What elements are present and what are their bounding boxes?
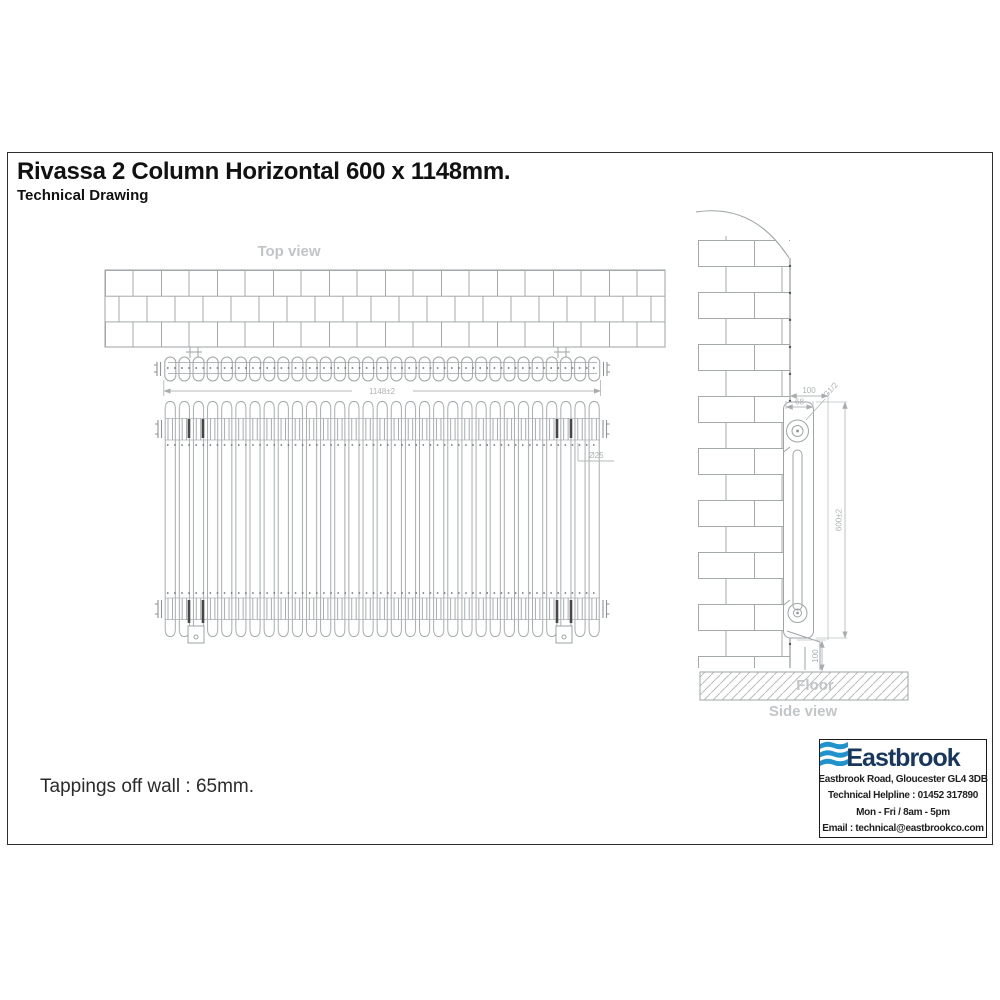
top-view-label: Top view [257, 243, 320, 260]
front-feet [187, 625, 573, 644]
infobox-email: Email : technical@eastbrookco.com [822, 822, 984, 834]
dim-height-label: 600±2 [835, 508, 844, 531]
brand-name: Eastbrook [846, 744, 960, 773]
side-wall [698, 236, 790, 668]
front-dot-rows [167, 444, 598, 594]
front-wall-brackets [187, 419, 573, 623]
dim-floor-clearance-label: 100 [811, 649, 820, 663]
plan-width-dimension: 1148±2 [163, 380, 602, 396]
infobox-helpline: Technical Helpline : 01452 317890 [827, 790, 978, 802]
dim-pitch-label: 68 [795, 398, 804, 407]
side-dimensions: 100 68 G1/2 600±2 100 [785, 380, 848, 672]
front-collar-lines [165, 418, 600, 620]
tappings-note: Tappings off wall : 65mm. [40, 776, 255, 797]
manufacturer-infobox: Eastbrook Eastbrook Road, Gloucester GL4… [818, 739, 988, 838]
plan-end-tappings [154, 362, 610, 376]
plan-wall [104, 269, 666, 348]
dim-depth-label: 100 [802, 386, 816, 395]
front-columns [163, 400, 602, 638]
plan-columns [163, 356, 601, 382]
infobox-hours: Mon - Fri / 8am - 5pm [856, 806, 950, 818]
dim-width-label: 1148±2 [369, 387, 396, 396]
floor [699, 671, 909, 701]
brand-logo: Eastbrook [820, 741, 961, 773]
page-title: Rivassa 2 Column Horizontal 600 x 1148mm… [17, 158, 511, 185]
plan-wall-brackets [186, 347, 570, 358]
infobox-address: Eastbrook Road, Gloucester GL4 3DB [818, 774, 988, 786]
side-wall-top-curve [695, 210, 790, 259]
floor-label: Floor [796, 677, 834, 694]
sheet-border [7, 152, 993, 845]
top-view: Top view 1148±2 [104, 243, 666, 396]
front-diameter-dimension: Ø25 [577, 443, 614, 462]
brand-waves-icon [820, 741, 848, 766]
dim-column-diameter-label: Ø25 [588, 451, 604, 460]
page-subtitle: Technical Drawing [17, 187, 149, 204]
plan-manifold-lines [168, 362, 597, 374]
title-block: Rivassa 2 Column Horizontal 600 x 1148mm… [17, 158, 511, 204]
thread-label: G1/2 [821, 380, 840, 399]
side-radiator [783, 401, 821, 670]
front-view: Ø25 [155, 400, 614, 644]
side-view: 100 68 G1/2 600±2 100 Floor Side view [695, 210, 909, 720]
front-end-tappings [155, 420, 610, 618]
side-view-label: Side view [769, 703, 838, 720]
